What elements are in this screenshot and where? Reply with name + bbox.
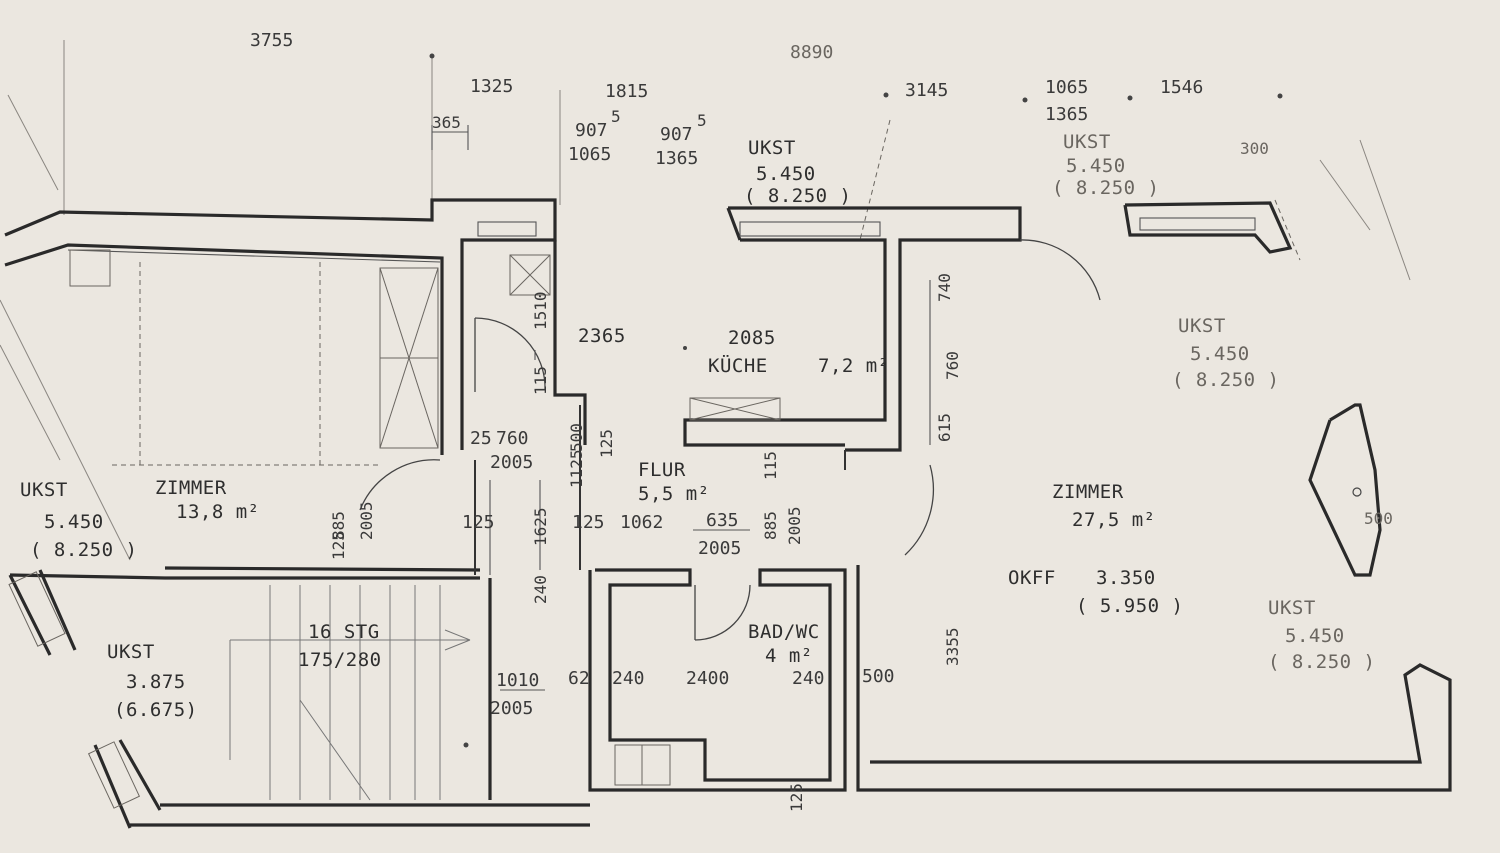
dim-1365: 1365	[655, 148, 698, 169]
dim-125-c: 125	[572, 512, 605, 533]
top-dimensions: 3755 8890 1325 1815 3145 1065 1365 1546 …	[250, 30, 1269, 169]
construction-lines	[0, 40, 1411, 561]
dim-2005-d: 2005	[785, 506, 804, 545]
dim-1325: 1325	[470, 76, 513, 97]
ukst-top-right-label: UKST	[1063, 131, 1111, 153]
dim-907-a: 907	[575, 120, 608, 141]
dim-115-b: 115	[761, 451, 780, 480]
ukst-stair-value: 3.875	[126, 671, 186, 693]
dim-2005-c: 2005	[698, 538, 741, 559]
walls	[4, 198, 1452, 829]
dim-1546: 1546	[1160, 77, 1203, 98]
dim-500-c: 500	[1364, 509, 1393, 528]
dim-sup-5-b: 5	[697, 111, 707, 130]
ukst-top-mid-label: UKST	[748, 137, 796, 159]
markers	[429, 53, 1362, 748]
dim-1510: 1510	[531, 291, 550, 330]
dim-125-e: 125	[329, 531, 348, 560]
dim-907-b: 907	[660, 124, 693, 145]
dim-500-b: 500	[862, 666, 895, 687]
dim-760-b: 760	[943, 351, 962, 380]
dim-3355: 3355	[943, 627, 962, 666]
okff-value: 3.350	[1096, 567, 1156, 589]
dim-1062: 1062	[620, 512, 663, 533]
okff-label: OKFF	[1008, 567, 1056, 589]
ukst-left-value: 5.450	[44, 511, 104, 533]
dim-25: 25	[470, 428, 492, 449]
dim-1365-top: 1365	[1045, 104, 1088, 125]
dim-3755: 3755	[250, 30, 293, 51]
stairs	[229, 585, 471, 801]
ukst-top-right-paren: ( 8.250 )	[1052, 177, 1159, 199]
ukst-lower-right-label: UKST	[1268, 597, 1316, 619]
zimmer-left-name: ZIMMER	[155, 477, 227, 499]
ukst-right-value: 5.450	[1190, 343, 1250, 365]
zimmer-right-name: ZIMMER	[1052, 481, 1124, 503]
ukst-stair-paren: (6.675)	[114, 699, 198, 721]
dim-125-d: 125	[787, 783, 806, 812]
level-annotations: UKST 5.450 ( 8.250 ) UKST 5.450 ( 8.250 …	[20, 131, 1375, 721]
dim-2365: 2365	[578, 325, 626, 347]
okff-paren: ( 5.950 )	[1076, 595, 1183, 617]
bad-area: 4 m²	[765, 645, 813, 667]
dim-1065-top: 1065	[1045, 77, 1088, 98]
dim-635: 635	[706, 510, 739, 531]
interior-dimensions: 2365 1510 115 740 760 615 25 760 2005 11…	[329, 273, 1393, 812]
dim-740: 740	[935, 273, 954, 302]
dim-615: 615	[935, 413, 954, 442]
dim-1625: 1625	[531, 507, 550, 546]
dim-3145: 3145	[905, 80, 948, 101]
kueche-dim-2085: 2085	[728, 327, 776, 349]
flur-area: 5,5 m²	[638, 483, 710, 505]
dim-62: 62	[568, 668, 590, 689]
stair-steps: 16 STG	[308, 621, 380, 643]
dim-365: 365	[432, 113, 461, 132]
ukst-top-mid-value: 5.450	[756, 163, 816, 185]
dim-125-a: 125	[597, 429, 616, 458]
dim-115-a: 115	[531, 366, 550, 395]
dim-8890: 8890	[790, 42, 833, 63]
ukst-left-paren: ( 8.250 )	[30, 539, 137, 561]
dim-240-c: 240	[792, 668, 825, 689]
ukst-right-paren: ( 8.250 )	[1172, 369, 1279, 391]
dim-240-b: 240	[612, 668, 645, 689]
flur-name: FLUR	[638, 459, 686, 481]
hatching	[8, 249, 781, 809]
bad-name: BAD/WC	[748, 621, 820, 643]
stair-ratio: 175/280	[298, 649, 382, 671]
kueche-name: KÜCHE	[708, 354, 768, 377]
kueche-area: 7,2 m²	[818, 355, 890, 377]
dim-2005-e: 2005	[490, 698, 533, 719]
dim-1815: 1815	[605, 81, 648, 102]
dim-240-a: 240	[531, 575, 550, 604]
dim-sup-5-a: 5	[611, 107, 621, 126]
dimension-lines	[431, 125, 931, 691]
dim-1125: 1125	[567, 449, 586, 488]
ukst-stair-label: UKST	[107, 641, 155, 663]
ukst-top-right-value: 5.450	[1066, 155, 1126, 177]
dim-885-b: 885	[761, 511, 780, 540]
zimmer-left-area: 13,8 m²	[176, 501, 260, 523]
dim-2400: 2400	[686, 668, 729, 689]
ukst-lower-right-paren: ( 8.250 )	[1268, 651, 1375, 673]
dim-1065: 1065	[568, 144, 611, 165]
dim-300: 300	[1240, 139, 1269, 158]
ukst-top-mid-paren: ( 8.250 )	[744, 185, 851, 207]
zimmer-right-area: 27,5 m²	[1072, 509, 1156, 531]
dim-885-a: 885	[329, 511, 348, 540]
ukst-left-label: UKST	[20, 479, 68, 501]
dim-2005-b: 2005	[357, 501, 376, 540]
dim-2005-a: 2005	[490, 452, 533, 473]
door-swings	[359, 239, 1101, 641]
ukst-lower-right-value: 5.450	[1285, 625, 1345, 647]
dim-760-a: 760	[496, 428, 529, 449]
dim-125-b: 125	[462, 512, 495, 533]
ukst-right-label: UKST	[1178, 315, 1226, 337]
dim-1010: 1010	[496, 670, 539, 691]
dim-500-a: 500	[567, 423, 586, 452]
room-labels: 2085 KÜCHE 7,2 m² ZIMMER 13,8 m² ZIMMER …	[155, 327, 1156, 671]
